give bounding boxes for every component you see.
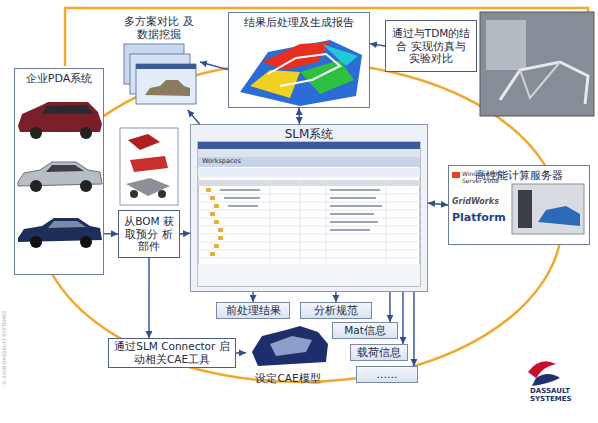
photo-frame bbox=[500, 62, 588, 104]
part-wheel bbox=[158, 190, 166, 198]
annotation-label: © 2008 DASSAULT SYSTEMES bbox=[2, 298, 8, 398]
node-label: 通过与TDM的结合 实现仿真与 实验对比 bbox=[390, 27, 472, 65]
cae-body bbox=[252, 326, 328, 366]
connector-arrow bbox=[298, 108, 300, 124]
node-box: SLM系统 bbox=[190, 124, 428, 292]
connector-arrow bbox=[200, 62, 228, 70]
photo-wall bbox=[486, 20, 526, 70]
connector-arrow bbox=[428, 203, 448, 205]
thumb-titlebar bbox=[136, 64, 196, 69]
cae-opening bbox=[270, 336, 312, 356]
parts-panel bbox=[120, 128, 178, 205]
screenshot-thumb bbox=[136, 64, 196, 104]
connector-arrow bbox=[188, 110, 200, 124]
connector-arrow bbox=[180, 232, 190, 234]
cycle-ring bbox=[38, 62, 562, 382]
node-label: 通过SLM Connector 启动相关CAE工具 bbox=[113, 340, 231, 365]
node-box: 从BOM 获取预分 析部件 bbox=[118, 210, 180, 258]
node-label: Mat信息 bbox=[344, 324, 386, 337]
node-box: 结果后处理及生成报告 bbox=[228, 12, 370, 108]
annotation-label: GridWorks bbox=[452, 198, 512, 207]
node-box: …… bbox=[356, 366, 418, 383]
node-box: 多方案对比 及数据挖掘 bbox=[118, 14, 200, 110]
node-label: 从BOM 获取预分 析部件 bbox=[123, 215, 175, 253]
part-wheel bbox=[130, 190, 138, 198]
node-box: 企业PDA系统 bbox=[14, 68, 104, 275]
annotation-label: Workspaces bbox=[202, 158, 262, 165]
node-box: 前处理结果 bbox=[216, 302, 290, 319]
screenshot-thumb bbox=[124, 44, 184, 84]
part-shape bbox=[126, 178, 170, 196]
photo-frame bbox=[520, 62, 560, 98]
node-box: Mat信息 bbox=[332, 322, 398, 339]
node-label: …… bbox=[377, 368, 398, 381]
node-label: 多方案对比 及数据挖掘 bbox=[120, 15, 198, 41]
connector-arrow bbox=[370, 44, 385, 46]
node-box: 分析规范 bbox=[300, 302, 372, 319]
screenshot-thumb bbox=[130, 54, 190, 94]
part-shape bbox=[128, 134, 160, 150]
connector-arrow bbox=[335, 292, 337, 302]
connector-arrow bbox=[389, 292, 390, 322]
connector-arrow bbox=[252, 292, 253, 302]
car-thumb bbox=[145, 80, 190, 96]
node-label: 分析规范 bbox=[314, 304, 358, 317]
node-label: 企业PDA系统 bbox=[26, 72, 92, 85]
connector-arrow bbox=[148, 258, 149, 338]
test-photo bbox=[480, 12, 594, 116]
node-box: 设定CAE模型 bbox=[246, 322, 330, 386]
node-label: SLM系统 bbox=[285, 127, 334, 141]
node-label: 前处理结果 bbox=[226, 304, 281, 317]
node-box: 通过与TDM的结合 实现仿真与 实验对比 bbox=[385, 20, 477, 72]
connector-arrow bbox=[236, 352, 246, 354]
node-label: 载荷信息 bbox=[357, 346, 401, 359]
node-label: 设定CAE模型 bbox=[255, 372, 320, 385]
ds-logo-red bbox=[528, 361, 556, 378]
annotation-label: Windows HPC Server 2008 bbox=[462, 171, 508, 184]
node-box: 通过SLM Connector 启动相关CAE工具 bbox=[108, 338, 236, 368]
part-shape bbox=[130, 156, 168, 172]
connector-arrow bbox=[402, 292, 403, 344]
annotation-label: DASSAULT SYSTEMES bbox=[530, 388, 590, 403]
node-label: 结果后处理及生成报告 bbox=[244, 16, 354, 29]
connector-arrow bbox=[413, 292, 414, 366]
connector-arrow bbox=[104, 233, 118, 235]
ds-logo-blue bbox=[532, 374, 560, 386]
node-box: 载荷信息 bbox=[350, 344, 408, 361]
annotation-label: Platform bbox=[452, 212, 512, 224]
